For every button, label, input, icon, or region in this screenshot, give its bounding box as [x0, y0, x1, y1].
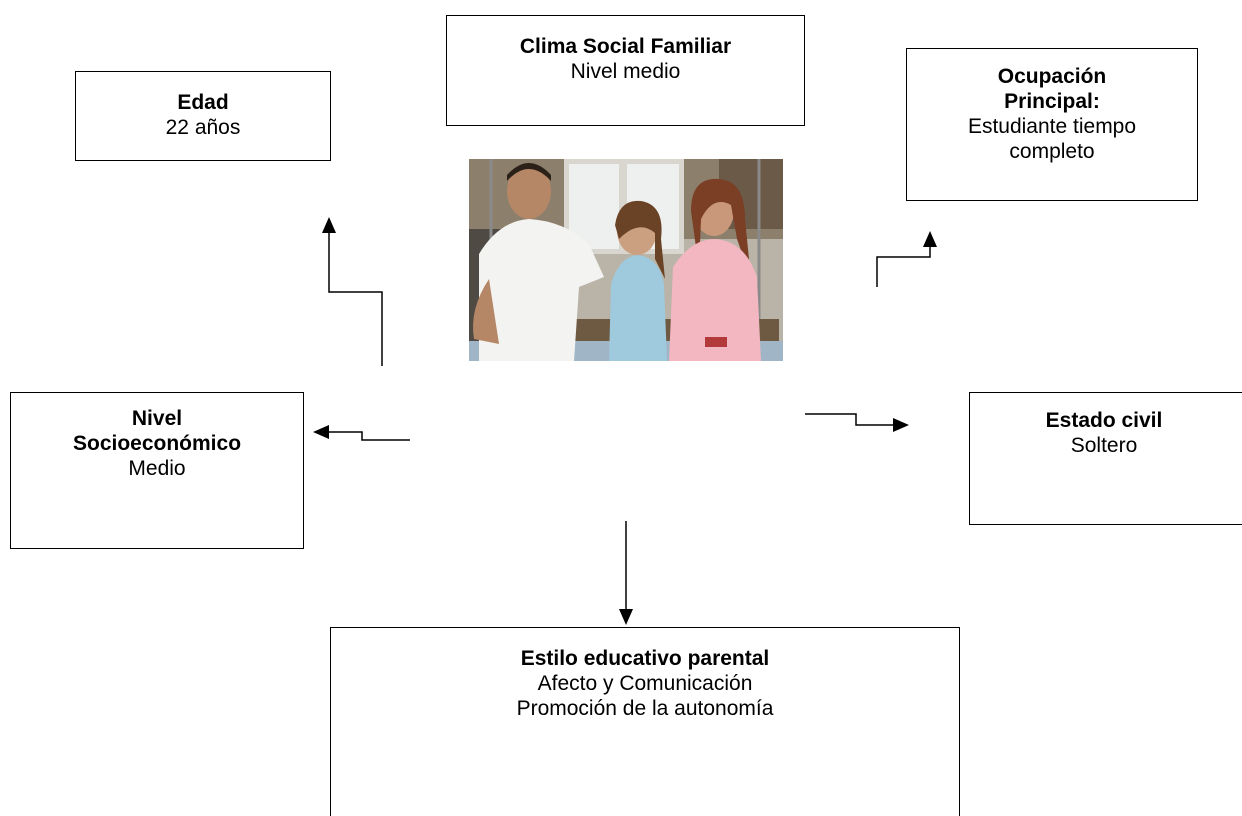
- node-clima-title: Clima Social Familiar: [519, 35, 732, 58]
- node-nivel-title-2: Socioeconómico: [72, 432, 242, 455]
- node-ocupacion-value-1: Estudiante tiempo: [967, 115, 1137, 138]
- node-nivel-value: Medio: [128, 457, 186, 480]
- node-estilo-educativo-parental: Estilo educativo parental Afecto y Comun…: [330, 627, 960, 816]
- arrowhead-nivel: [313, 425, 329, 439]
- node-ocupacion-title-2: Principal:: [1004, 90, 1100, 113]
- node-estado-civil: Estado civil Soltero: [969, 392, 1242, 525]
- connector-to-nivel: [326, 431, 410, 441]
- node-edad-title: Edad: [177, 91, 229, 114]
- node-estilo-value-1: Afecto y Comunicación: [537, 672, 753, 695]
- arrowhead-estilo: [619, 609, 633, 625]
- node-ocupacion-value-2: completo: [1009, 140, 1095, 163]
- node-nivel-title-1: Nivel: [131, 407, 183, 430]
- connector-to-estado: [805, 413, 894, 426]
- arrowhead-ocupacion: [923, 231, 937, 247]
- node-estado-title: Estado civil: [1045, 409, 1163, 432]
- node-estilo-value-2: Promoción de la autonomía: [516, 697, 774, 720]
- node-estilo-title: Estilo educativo parental: [520, 647, 770, 670]
- connector-to-ocupacion: [876, 246, 931, 287]
- connector-to-edad: [328, 232, 383, 366]
- arrowhead-estado: [893, 418, 909, 432]
- node-ocupacion-title-1: Ocupación: [997, 65, 1107, 88]
- node-clima-social-familiar: Clima Social Familiar Nivel medio: [446, 15, 805, 126]
- node-ocupacion-principal: Ocupación Principal: Estudiante tiempo c…: [906, 48, 1198, 201]
- node-edad: Edad 22 años: [75, 71, 331, 161]
- node-estado-value: Soltero: [1070, 434, 1138, 457]
- node-clima-value: Nivel medio: [570, 60, 681, 83]
- family-photo: [469, 159, 783, 361]
- arrowhead-edad: [322, 217, 336, 233]
- node-nivel-socioeconomico: Nivel Socioeconómico Medio: [10, 392, 304, 549]
- node-edad-value: 22 años: [165, 116, 241, 139]
